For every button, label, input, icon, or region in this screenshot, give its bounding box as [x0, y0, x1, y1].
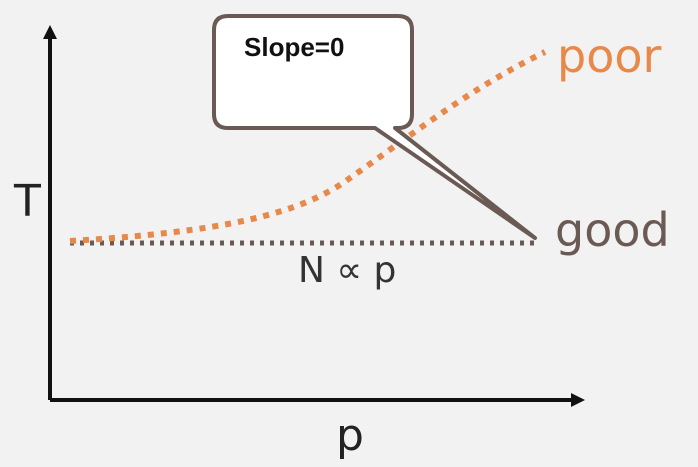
poor-label: poor	[557, 29, 661, 83]
relation-label: N ∝ p	[298, 250, 396, 291]
slope-callout: Slope=0	[212, 14, 537, 240]
good-label: good	[555, 203, 670, 257]
callout-text: Slope=0	[244, 32, 344, 62]
poor-curve	[69, 49, 547, 244]
x-axis-label: p	[336, 410, 364, 461]
y-axis-label: T	[13, 176, 41, 227]
